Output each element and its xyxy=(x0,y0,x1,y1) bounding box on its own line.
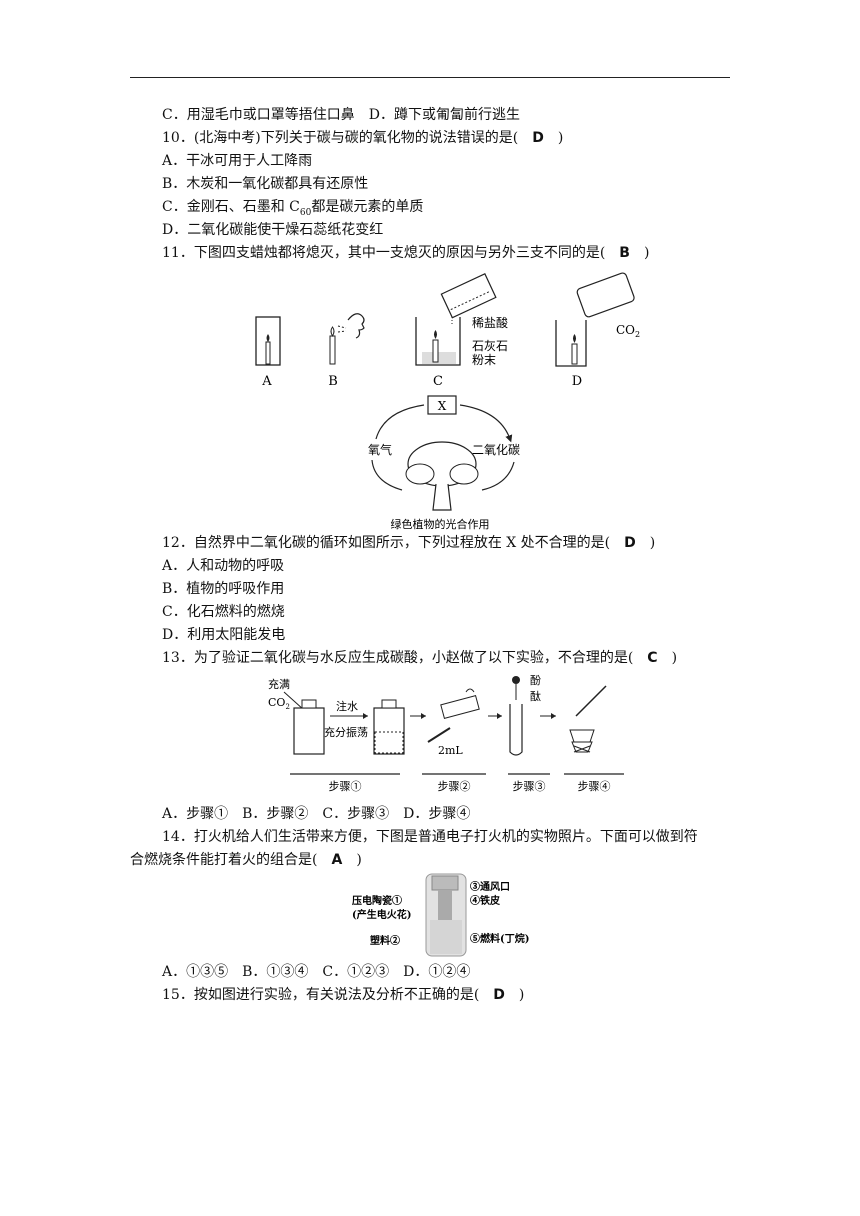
candles-figure: 稀盐酸 石灰石 粉末 CO2 A B C D xyxy=(255,272,640,389)
test-tube xyxy=(509,676,523,756)
candle-a xyxy=(255,316,281,366)
q13-answer: C xyxy=(647,650,658,666)
q11-answer: B xyxy=(619,245,630,261)
svg-text:粉末: 粉末 xyxy=(472,353,496,367)
svg-text:氧气: 氧气 xyxy=(368,442,392,457)
experiment-steps-figure: 充满 CO2 注水 充分振荡 2mL 酚 酞 步骤① 步骤② 步骤③ 步 xyxy=(268,673,624,793)
svg-text:⑤燃料(丁烷): ⑤燃料(丁烷) xyxy=(470,932,529,945)
q12-option-b: B．植物的呼吸作用 xyxy=(162,581,285,597)
svg-text:④铁皮: ④铁皮 xyxy=(470,894,500,907)
q14-stem-line1: 14．打火机给人们生活带来方便，下图是普通电子打火机的实物照片。下面可以做到符 xyxy=(162,829,698,845)
svg-text:步骤③: 步骤③ xyxy=(513,780,546,793)
svg-text:绿色植物的光合作用: 绿色植物的光合作用 xyxy=(391,517,490,531)
q9-options: C．用湿毛巾或口罩等捂住口鼻 D．蹲下或匍匐前行逃生 xyxy=(162,105,520,125)
svg-text:充满: 充满 xyxy=(268,677,290,691)
q10-option-b: B．木炭和一氧化碳都具有还原性 xyxy=(162,176,369,192)
q12-option-d: D．利用太阳能发电 xyxy=(162,627,286,643)
svg-text:③通风口: ③通风口 xyxy=(470,880,510,893)
svg-text:A: A xyxy=(261,374,272,389)
tree-icon xyxy=(405,441,479,511)
q12-option-c: C．化石燃料的燃烧 xyxy=(162,604,285,620)
candle-c xyxy=(415,273,497,366)
lighter-photo: 压电陶瓷① (产生电火花) 塑料② ③通风口 ④铁皮 ⑤燃料(丁烷) xyxy=(352,873,529,957)
q9-option-c: C．用湿毛巾或口罩等捂住口鼻 xyxy=(162,107,355,123)
svg-text:(产生电火花): (产生电火花) xyxy=(352,908,411,921)
q10-option-a: A．干冰可用于人工降雨 xyxy=(162,153,313,169)
q14-stem-line2: 合燃烧条件能打着火的组合是( A ) xyxy=(130,852,362,868)
svg-text:X: X xyxy=(438,399,447,413)
x-box xyxy=(427,395,457,415)
q14-options: A．①③⑤ B．①③④ C．①②③ D．①②④ xyxy=(162,964,471,980)
svg-text:CO2: CO2 xyxy=(616,323,640,339)
svg-text:石灰石: 石灰石 xyxy=(472,339,508,353)
bottle-water xyxy=(373,699,405,755)
q12-answer: D xyxy=(624,535,636,551)
q10-answer: D xyxy=(532,130,544,146)
q12-option-a: A．人和动物的呼吸 xyxy=(162,558,285,574)
svg-text:稀盐酸: 稀盐酸 xyxy=(472,315,508,330)
bottle-co2 xyxy=(293,699,325,755)
svg-text:步骤②: 步骤② xyxy=(438,780,471,793)
q10-option-d: D．二氧化碳能使干燥石蕊纸花变红 xyxy=(162,222,384,238)
q15-stem: 15．按如图进行实验，有关说法及分析不正确的是( D ) xyxy=(162,987,525,1003)
q10-stem: 10．(北海中考)下列关于碳与碳的氧化物的说法错误的是( D ) xyxy=(162,130,564,146)
q12-stem: 12．自然界中二氧化碳的循环如图所示，下列过程放在 X 处不合理的是( D ) xyxy=(162,535,656,551)
q13-stem: 13．为了验证二氧化碳与水反应生成碳酸，小赵做了以下实验，不合理的是( C ) xyxy=(162,650,678,666)
svg-text:2mL: 2mL xyxy=(438,744,463,757)
q14-answer: A xyxy=(331,852,343,868)
svg-text:注水: 注水 xyxy=(336,699,358,713)
svg-text:塑料②: 塑料② xyxy=(370,934,400,947)
q10-option-c: C．金刚石、石墨和 C60都是碳元素的单质 xyxy=(162,199,424,218)
q11-stem: 11．下图四支蜡烛都将熄灭，其中一支熄灭的原因与另外三支不同的是( B ) xyxy=(162,245,650,261)
svg-text:二氧化碳: 二氧化碳 xyxy=(472,443,520,457)
svg-text:充分振荡: 充分振荡 xyxy=(324,725,368,739)
svg-text:D: D xyxy=(572,374,582,389)
carbon-cycle-figure: X 氧气 二氧化碳 绿色植物的光合作用 xyxy=(368,395,520,531)
svg-text:步骤④: 步骤④ xyxy=(578,780,611,793)
candle-b xyxy=(329,313,365,365)
pour-tube xyxy=(427,688,480,743)
header-rule xyxy=(130,77,730,78)
q13-options: A．步骤① B．步骤② C．步骤③ D．步骤④ xyxy=(162,806,471,822)
candle-d xyxy=(555,272,635,367)
svg-text:压电陶瓷①: 压电陶瓷① xyxy=(352,894,402,907)
q15-answer: D xyxy=(493,987,505,1003)
svg-text:酞: 酞 xyxy=(530,689,541,703)
evaporating-dish xyxy=(569,685,607,753)
q9-option-d: D．蹲下或匍匐前行逃生 xyxy=(368,107,520,123)
svg-text:步骤①: 步骤① xyxy=(329,780,362,793)
svg-text:CO2: CO2 xyxy=(268,696,290,711)
svg-text:C: C xyxy=(433,374,443,389)
svg-text:酚: 酚 xyxy=(530,673,541,687)
svg-text:B: B xyxy=(328,374,338,389)
